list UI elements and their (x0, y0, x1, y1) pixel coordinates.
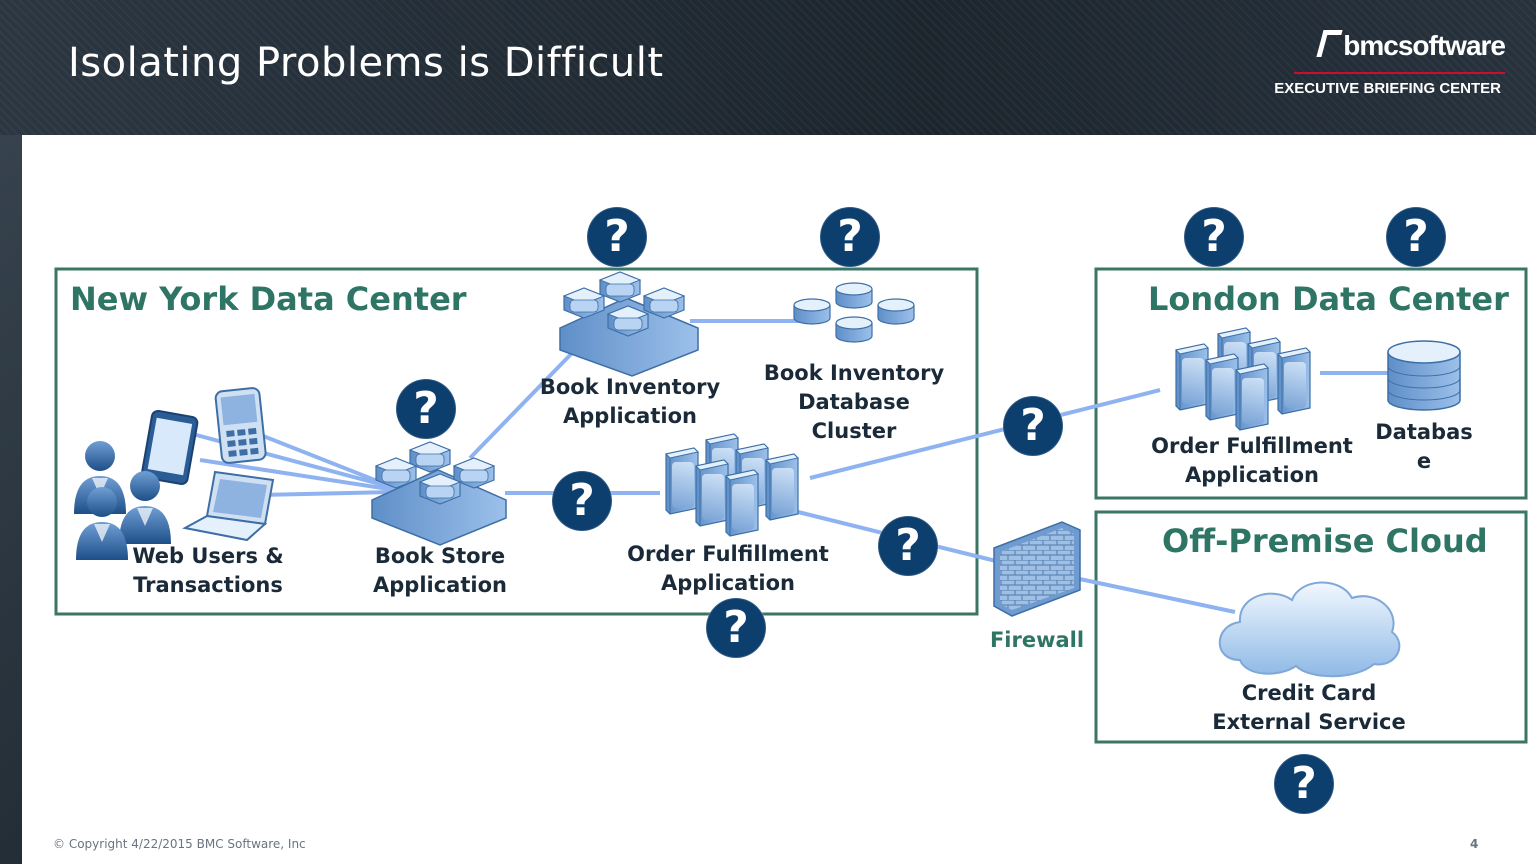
book-inventory-server-icon (559, 271, 699, 377)
cloud-region-box (1094, 510, 1528, 744)
question-mark-icon (1273, 753, 1335, 815)
book-store-server-icon (371, 441, 507, 546)
cloud-icon (1218, 581, 1401, 678)
london-region-title: London Data Center (1148, 280, 1509, 318)
question-mark-icon (1002, 395, 1064, 457)
new-york-region-box (54, 267, 979, 616)
slide-header: Isolating Problems is Difficult bmcsoftw… (0, 0, 1536, 135)
cloud-region-title: Off-Premise Cloud (1162, 522, 1488, 560)
question-mark-icon (395, 378, 457, 440)
link-bookstore-inventory (468, 348, 577, 460)
link-firewall-cloud (1074, 576, 1236, 614)
question-mark-icon (819, 206, 881, 268)
database-icon (1387, 340, 1461, 411)
question-mark-icon (705, 597, 767, 659)
link-users-bookstore-4 (259, 490, 396, 497)
london-region-box (1094, 267, 1528, 500)
footer-copyright: © Copyright 4/22/2015 BMC Software, Inc (53, 837, 306, 851)
firewall-icon (993, 521, 1081, 617)
firewall-label: Firewall (989, 628, 1085, 652)
link-ny-london (809, 388, 1161, 480)
order-fulfillment-ny-rack-icon (665, 433, 799, 537)
database-cluster-icon (793, 282, 915, 343)
order-fulfillment-london-rack-icon (1175, 327, 1311, 431)
link-users-bookstore-2 (199, 458, 396, 492)
users-devices-icon (74, 387, 275, 560)
logo-rule (1294, 72, 1505, 74)
slide-title: Isolating Problems is Difficult (68, 40, 664, 86)
question-mark-icon (877, 515, 939, 577)
bmc-logo: bmcsoftware EXECUTIVE BRIEFING CENTER (1274, 30, 1506, 102)
question-mark-icon (586, 206, 648, 268)
question-mark-icon (1385, 206, 1447, 268)
question-mark-icon (551, 470, 613, 532)
link-users-bookstore-3 (247, 428, 396, 490)
logo-tagline: EXECUTIVE BRIEFING CENTER (1274, 80, 1501, 97)
web-users-label: Web Users &Transactions (132, 544, 284, 597)
question-mark-icon (1183, 206, 1245, 268)
logo-brand-text: bmcsoftware (1316, 30, 1506, 62)
page-number: 4 (1470, 837, 1479, 851)
new-york-region-title: New York Data Center (70, 280, 467, 318)
